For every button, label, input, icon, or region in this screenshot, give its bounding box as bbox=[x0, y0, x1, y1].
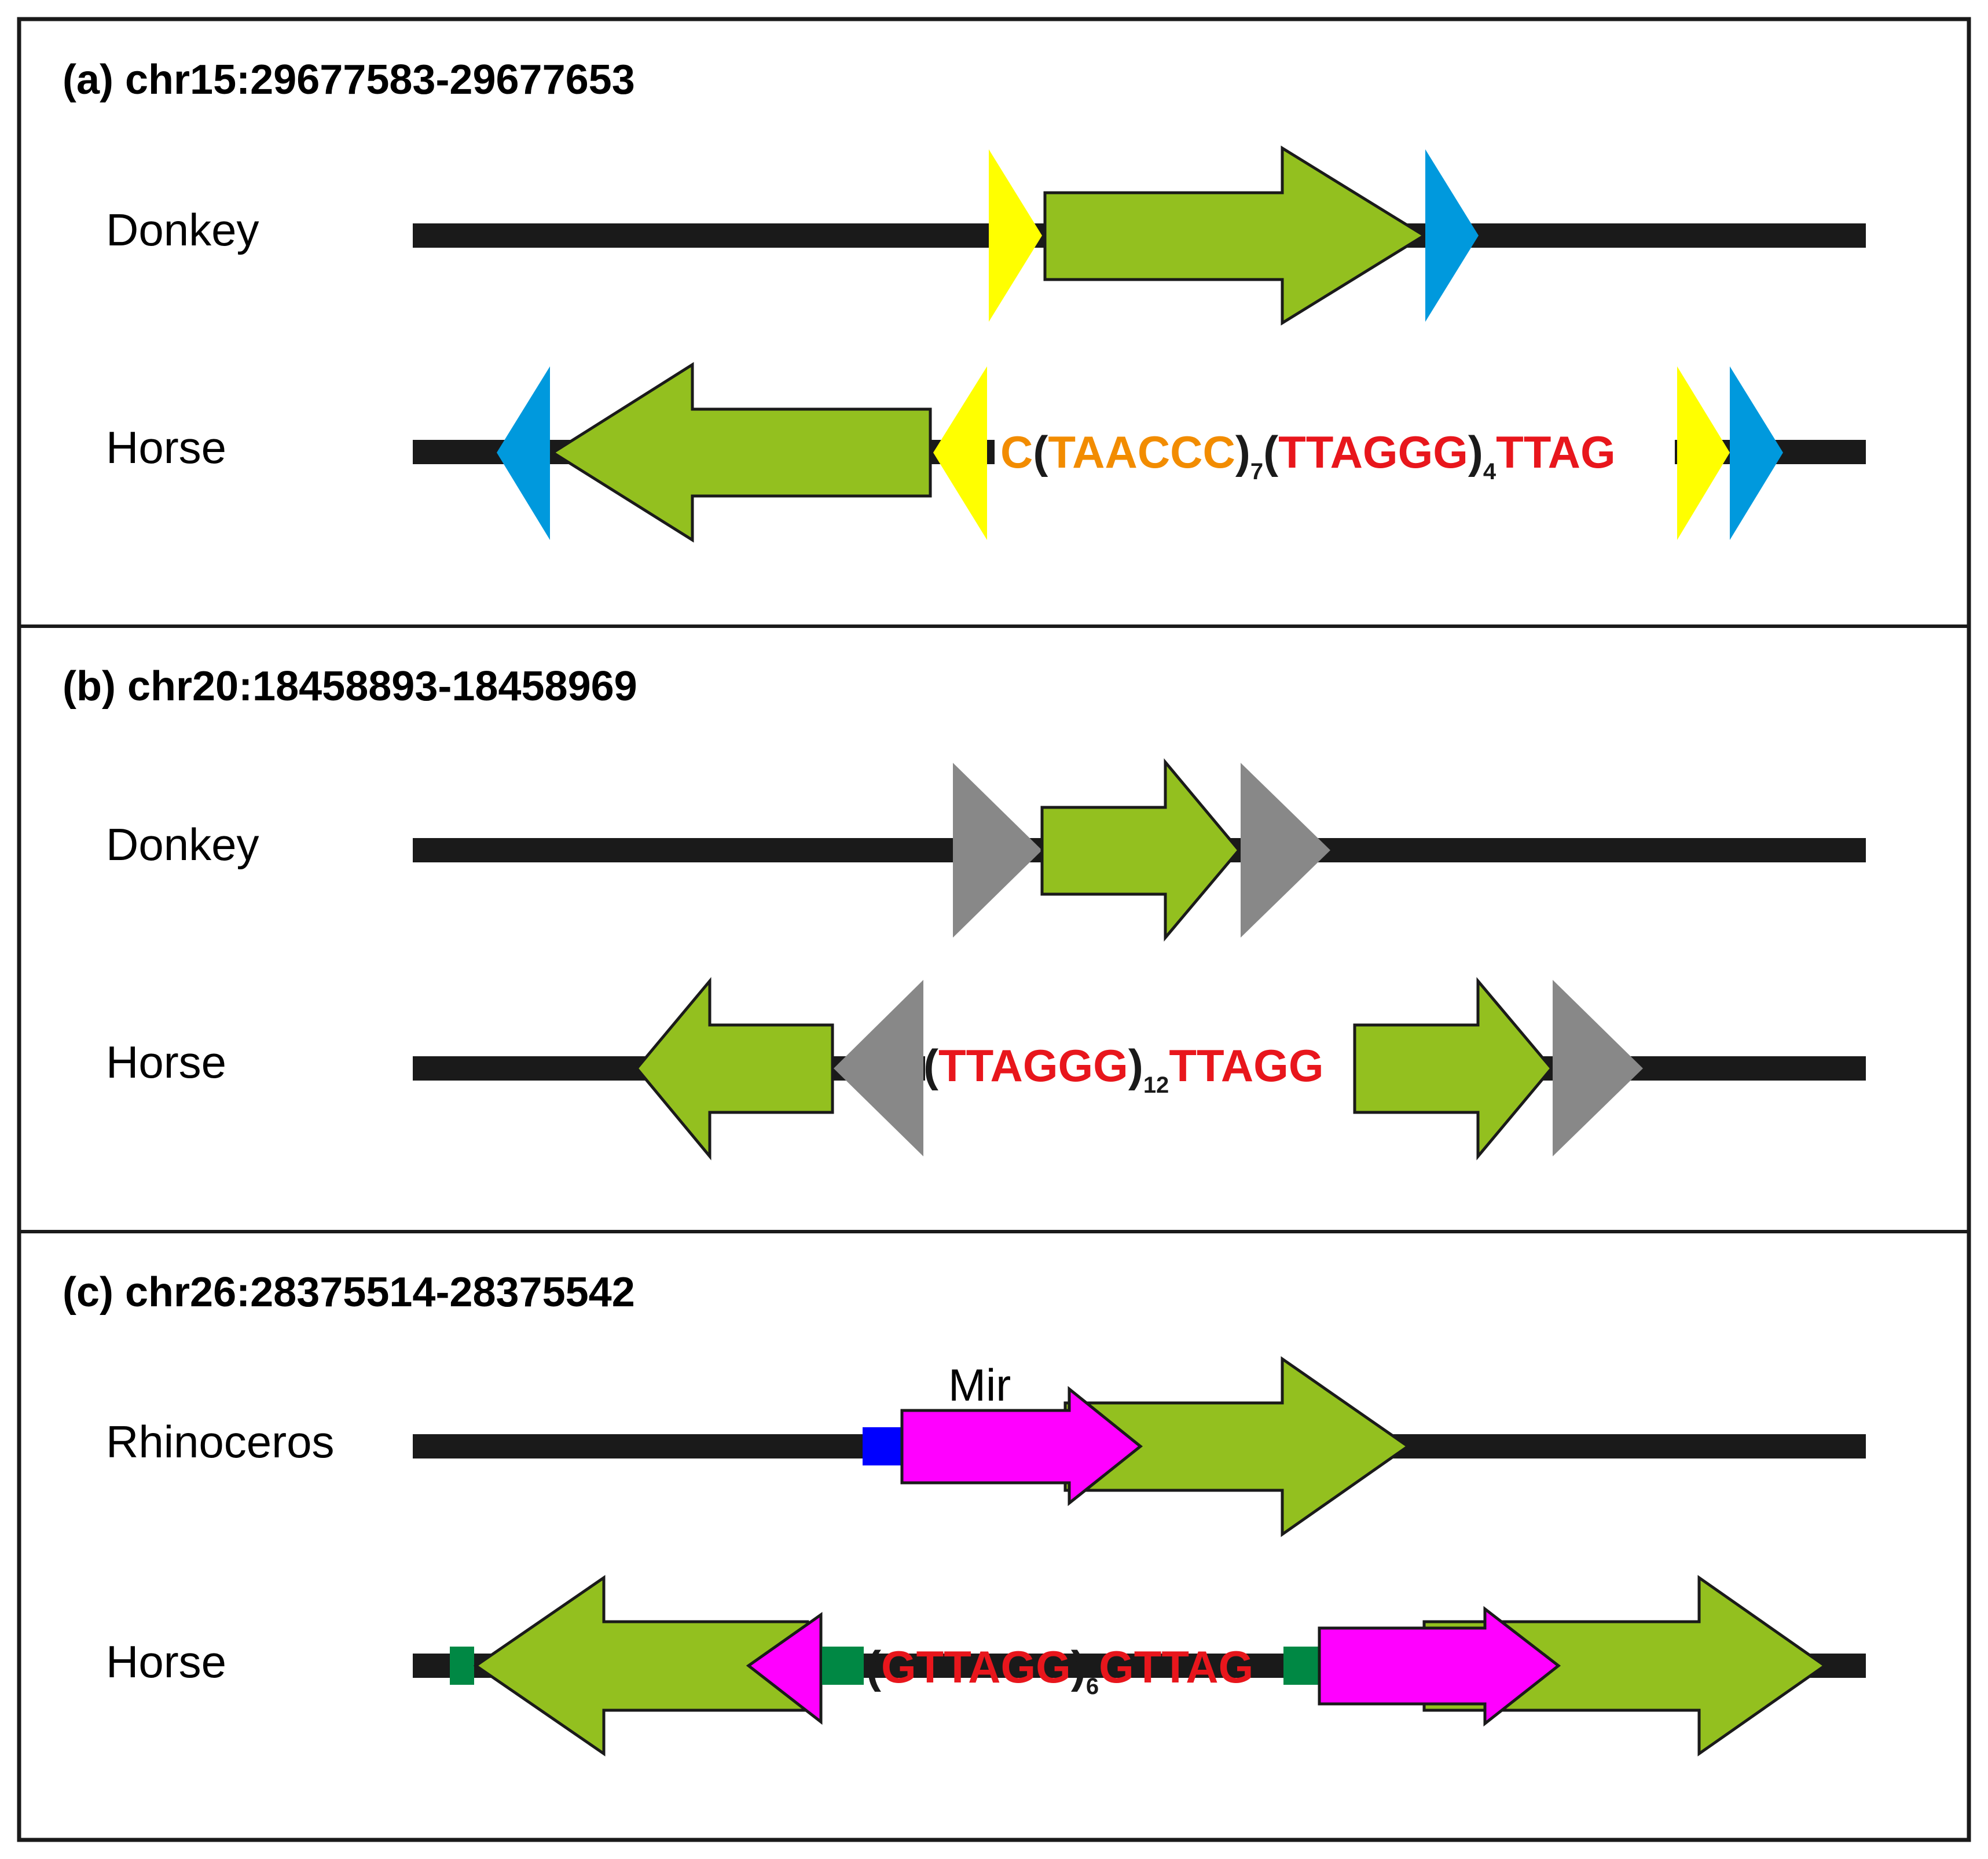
sequence-segment: 12 bbox=[1143, 1072, 1169, 1098]
sequence-segment: GTTAG bbox=[1099, 1641, 1253, 1692]
sequence-segment: GTTAGG bbox=[881, 1641, 1071, 1692]
sequence-segment: 4 bbox=[1483, 459, 1496, 484]
panel-b-horse-gray-triangle-left bbox=[834, 980, 923, 1156]
panel-a-species-1: Donkey bbox=[106, 204, 259, 255]
panel-c-title: (c) chr26:28375514-28375542 bbox=[63, 1269, 635, 1316]
sequence-segment: ( bbox=[923, 1040, 938, 1091]
sequence-segment: TAACCC bbox=[1048, 427, 1235, 477]
panel-b-horse-green-arrow-right bbox=[1353, 977, 1554, 1160]
panel-b-species-2: Horse bbox=[106, 1037, 226, 1088]
panel-c-mir-label: Mir bbox=[948, 1360, 1011, 1410]
panel-a-species-2: Horse bbox=[106, 422, 226, 473]
panel-a-horse-blue-triangle-right bbox=[1730, 366, 1783, 540]
panel-c: (c) chr26:28375514-28375542 Rhinoceros H… bbox=[63, 1269, 1866, 1757]
panel-b-horse-green-arrow-left bbox=[634, 977, 834, 1160]
panel-a-sequence-bg bbox=[995, 414, 1675, 489]
sequence-segment: TTAGG bbox=[1169, 1040, 1323, 1091]
outer-frame bbox=[17, 17, 1971, 1842]
panel-c-horse-green-box-mid-left bbox=[822, 1647, 864, 1685]
panel-c-horse-magenta-triangle-left bbox=[746, 1612, 823, 1725]
sequence-segment: ) bbox=[1235, 427, 1250, 477]
panel-c-rhino-blue-box bbox=[863, 1427, 902, 1465]
sequence-segment: ( bbox=[1033, 427, 1048, 477]
panel-b-species-1: Donkey bbox=[106, 819, 259, 870]
panel-c-repeat-sequence: (GTTAGG)6GTTAG bbox=[866, 1641, 1253, 1699]
panel-a-repeat-sequence: C(TAACCC)7(TTAGGG)4TTAG bbox=[1000, 427, 1616, 484]
panel-a-horse-green-arrow bbox=[550, 362, 932, 543]
sequence-segment: 6 bbox=[1086, 1674, 1099, 1699]
panel-c-horse-green-box-left bbox=[450, 1647, 474, 1685]
panel-c-rhino-mir-arrow bbox=[900, 1386, 1143, 1507]
panel-a-donkey-blue-triangle bbox=[1425, 149, 1479, 322]
panel-a-title: (a) chr15:29677583-29677653 bbox=[63, 57, 635, 103]
panel-b-title: (b) chr20:18458893-18458969 bbox=[63, 663, 637, 710]
panel-a: (a) chr15:29677583-29677653 Donkey Horse… bbox=[63, 57, 1866, 543]
panel-c-rhino-green-arrow bbox=[1063, 1356, 1411, 1537]
sequence-segment: ( bbox=[1263, 427, 1278, 477]
panel-c-species-2: Horse bbox=[106, 1636, 226, 1687]
panel-c-horse-green-box-mid-right bbox=[1283, 1647, 1319, 1685]
panel-b-sequence-bg bbox=[925, 1027, 1354, 1108]
sequence-segment: 7 bbox=[1250, 459, 1263, 484]
sequence-segment: ( bbox=[866, 1641, 881, 1692]
sequence-segment: ) bbox=[1071, 1641, 1086, 1692]
panel-b-repeat-sequence: (TTAGGG)12TTAGG bbox=[923, 1040, 1324, 1098]
panel-a-horse-yellow-triangle-right bbox=[1677, 366, 1730, 540]
sequence-segment: ) bbox=[1468, 427, 1483, 477]
panel-a-horse-blue-triangle bbox=[497, 366, 550, 540]
panel-b-donkey-green-arrow bbox=[1040, 758, 1241, 942]
sequence-segment: ) bbox=[1128, 1040, 1143, 1091]
panel-a-donkey-green-arrow bbox=[1043, 145, 1427, 326]
panel-b: (b) chr20:18458893-18458969 Donkey Horse… bbox=[63, 663, 1866, 1160]
panel-b-donkey-gray-triangle-left bbox=[953, 763, 1042, 938]
panel-c-species-1: Rhinoceros bbox=[106, 1416, 335, 1467]
panel-c-horse-mir-arrow bbox=[1318, 1606, 1561, 1727]
sequence-segment: TTAG bbox=[1496, 427, 1616, 477]
sequence-segment: TTAGGG bbox=[1278, 427, 1468, 477]
panel-b-donkey-gray-triangle-right bbox=[1241, 763, 1330, 938]
sequence-segment: TTAGGG bbox=[938, 1040, 1128, 1091]
panel-c-horse-green-arrow-left bbox=[473, 1575, 809, 1757]
sequence-segment: C bbox=[1000, 427, 1033, 477]
panel-a-horse-yellow-triangle-left bbox=[933, 366, 987, 540]
panel-a-donkey-yellow-triangle bbox=[989, 149, 1042, 322]
panel-c-horse-green-arrow-right bbox=[1422, 1575, 1828, 1757]
panel-b-horse-gray-triangle-right bbox=[1553, 980, 1643, 1156]
